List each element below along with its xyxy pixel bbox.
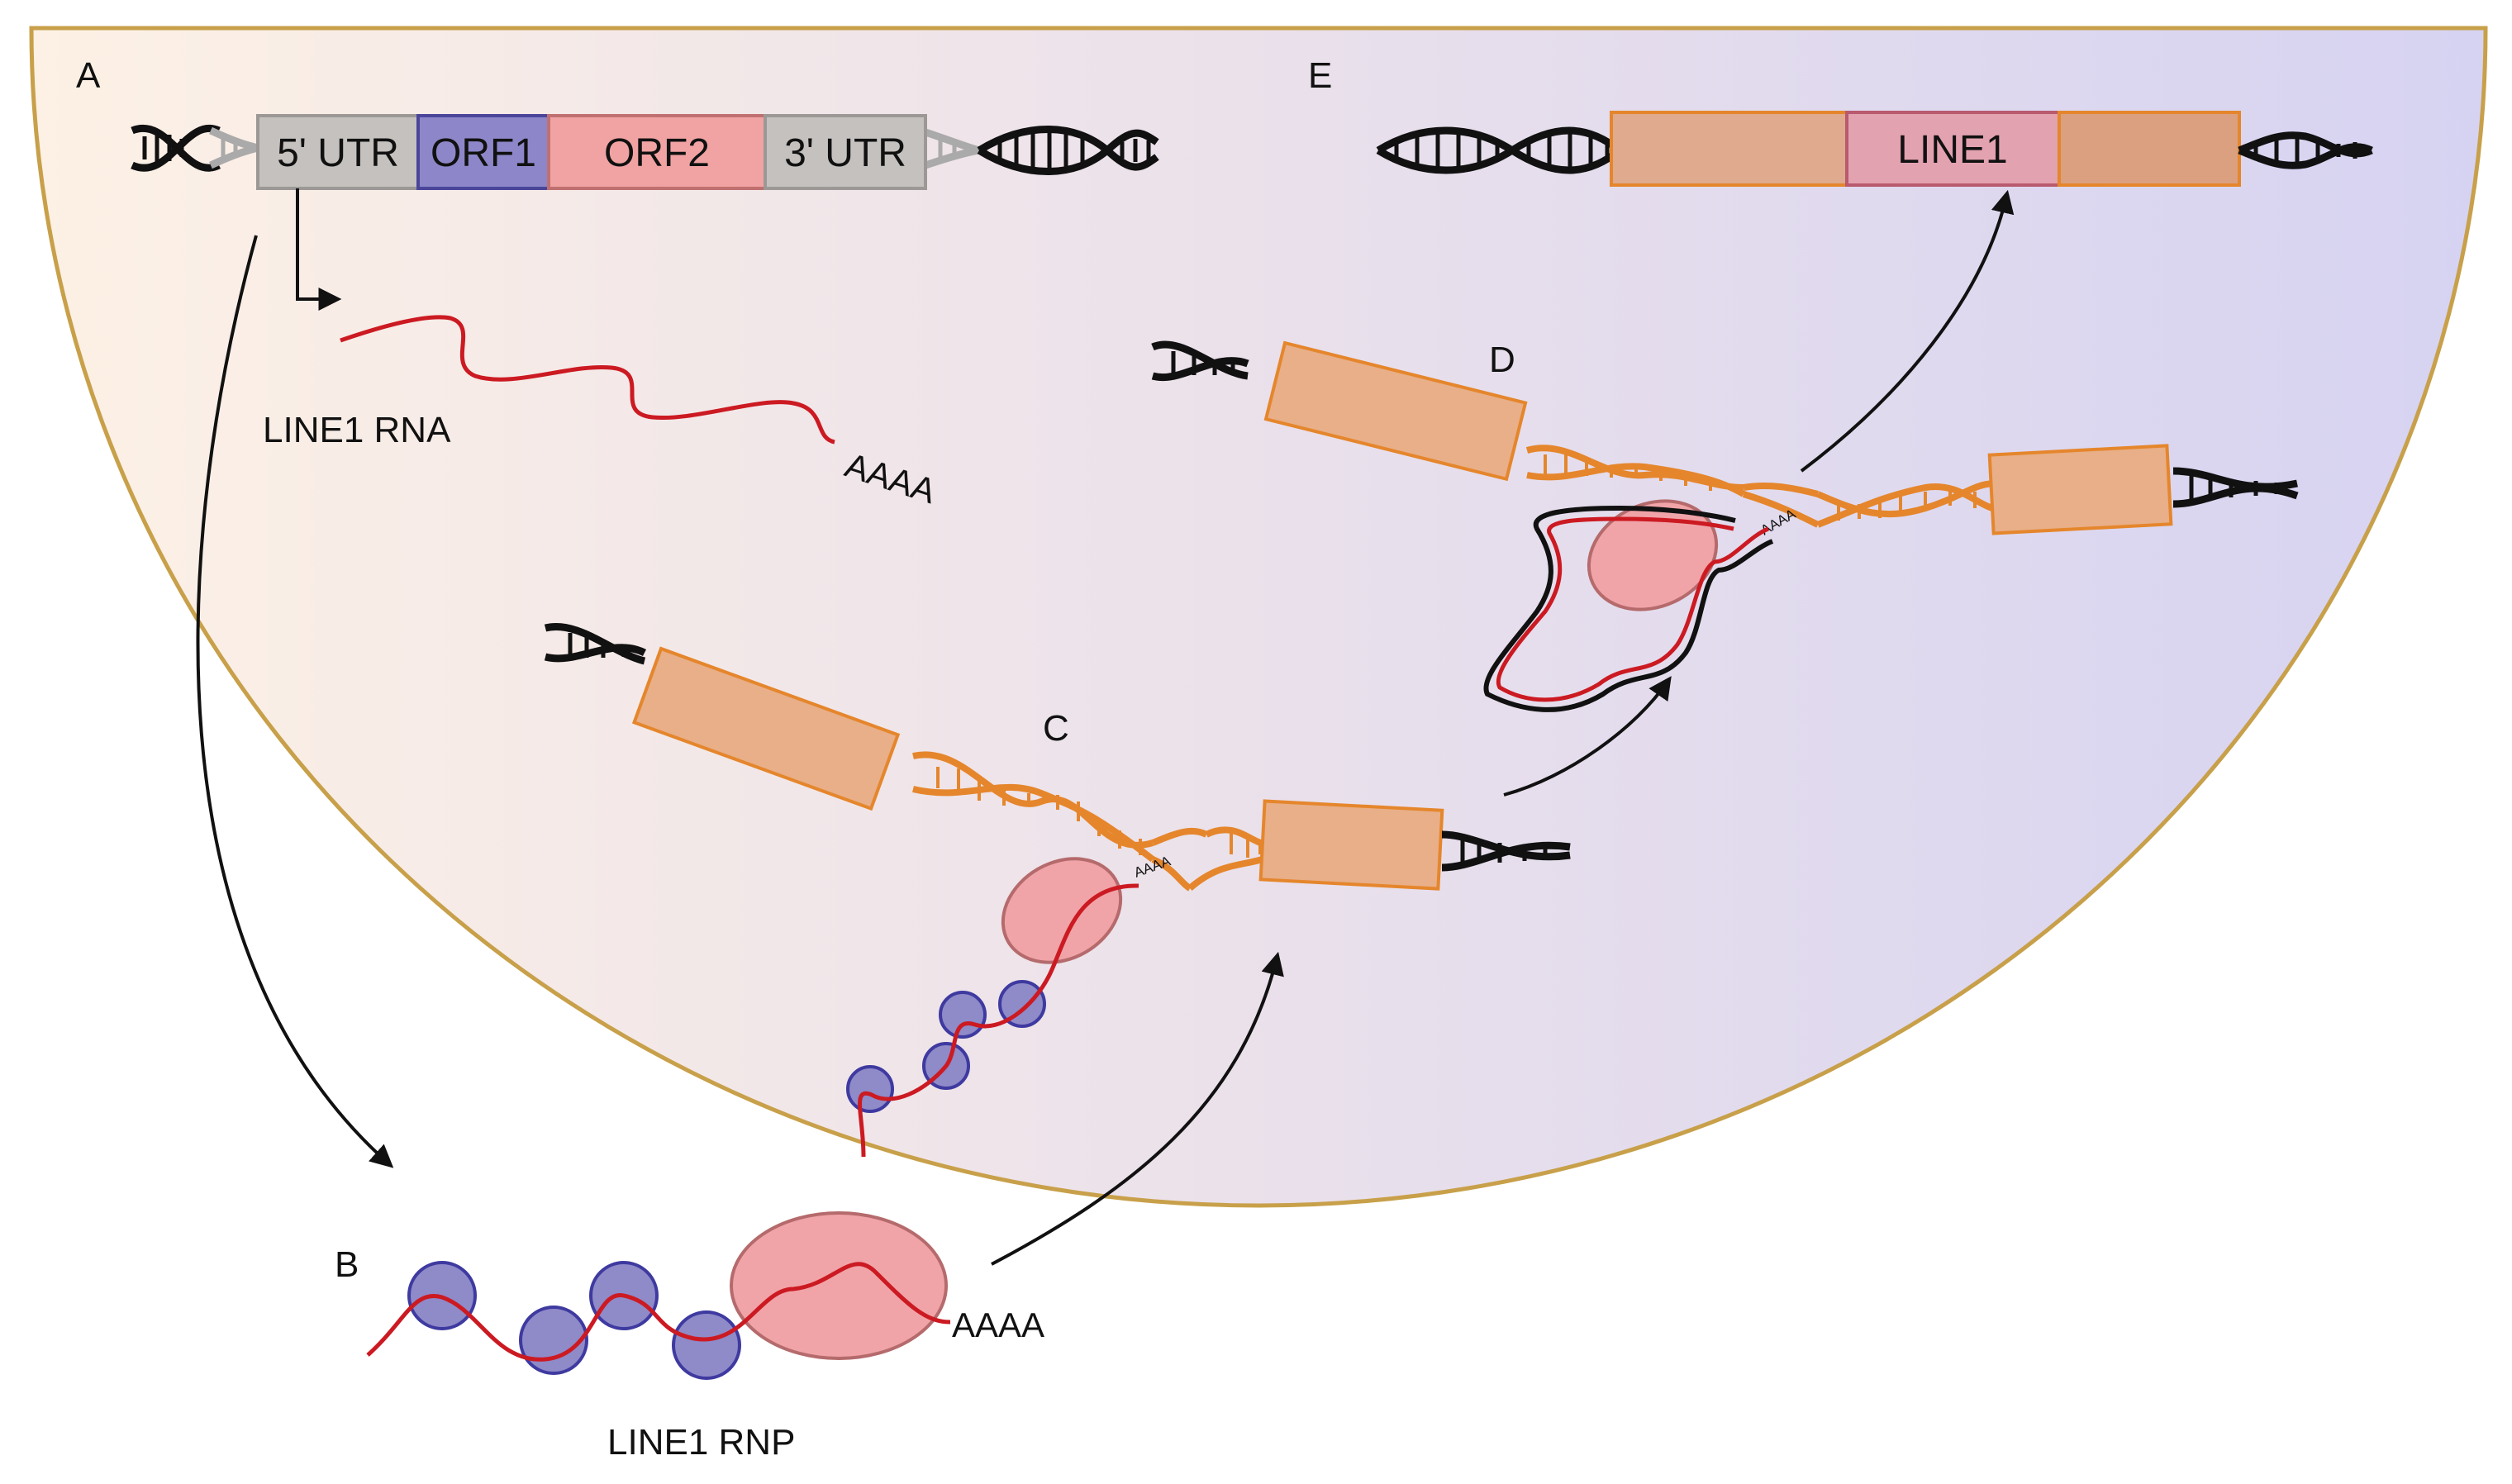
genomic-block <box>2058 111 2241 187</box>
orf2-label: ORF2 <box>604 131 710 175</box>
line1-rna-strand <box>340 315 835 445</box>
insertion-arrow <box>1800 189 2015 473</box>
inserted-line1-label: LINE1 <box>1897 128 2007 172</box>
panel-e: E LINE1 <box>1308 55 2373 187</box>
right-dna-helix <box>924 126 1159 175</box>
rnp-polya-label: AAAA <box>952 1306 1044 1344</box>
panel-b: B AAAA LINE1 RNP <box>335 951 1284 1463</box>
utr3-label: 3' UTR <box>784 131 906 175</box>
export-arrow <box>196 235 394 1168</box>
orf2p-protein <box>1001 857 1123 964</box>
import-arrow <box>991 951 1284 1266</box>
panel-c: C AAAA <box>544 622 1672 1158</box>
panel-d: D AAAA <box>1151 189 2299 712</box>
orf1p-protein <box>672 1310 741 1380</box>
orf1p-protein <box>939 991 987 1039</box>
template-rna-strand <box>1496 516 1770 702</box>
panel-letter-c: C <box>1043 708 1069 749</box>
cdna-strand <box>1483 505 1774 712</box>
orf1p-protein <box>846 1065 894 1113</box>
genomic-block <box>631 646 901 811</box>
line1-rnp-label: LINE1 RNP <box>607 1422 795 1463</box>
inserted-line1-box <box>1845 111 2061 187</box>
panel-letter-a: A <box>76 55 101 96</box>
genomic-block <box>1987 444 2173 535</box>
rnp-rna-strand <box>366 1262 951 1362</box>
integrating-rna-strand <box>858 883 1139 1158</box>
transcription-start-arrow <box>296 188 342 311</box>
panel-letter-d: D <box>1489 340 1515 380</box>
utr5-label: 5' UTR <box>277 131 399 175</box>
genomic-block <box>1263 340 1528 482</box>
genomic-block <box>1610 111 1848 187</box>
utr3-box <box>764 114 927 190</box>
next-step-arrow <box>1503 676 1672 797</box>
nucleus <box>29 26 2488 1208</box>
panel-letter-b: B <box>335 1244 359 1285</box>
orf1-label: ORF1 <box>431 131 536 175</box>
panel-a: A 5' UTR ORF1 ORF2 3' UTR LINE1 RNA AAAA <box>76 55 1159 1168</box>
genomic-block <box>1258 799 1444 891</box>
orf1p-protein <box>998 980 1046 1028</box>
left-dna-helix <box>131 125 259 172</box>
orf1p-protein <box>519 1306 588 1375</box>
orf2-box <box>547 114 767 190</box>
panel-letter-e: E <box>1308 55 1332 96</box>
line1-rna-label: LINE1 RNA <box>263 410 451 450</box>
orf2p-protein <box>730 1211 948 1360</box>
